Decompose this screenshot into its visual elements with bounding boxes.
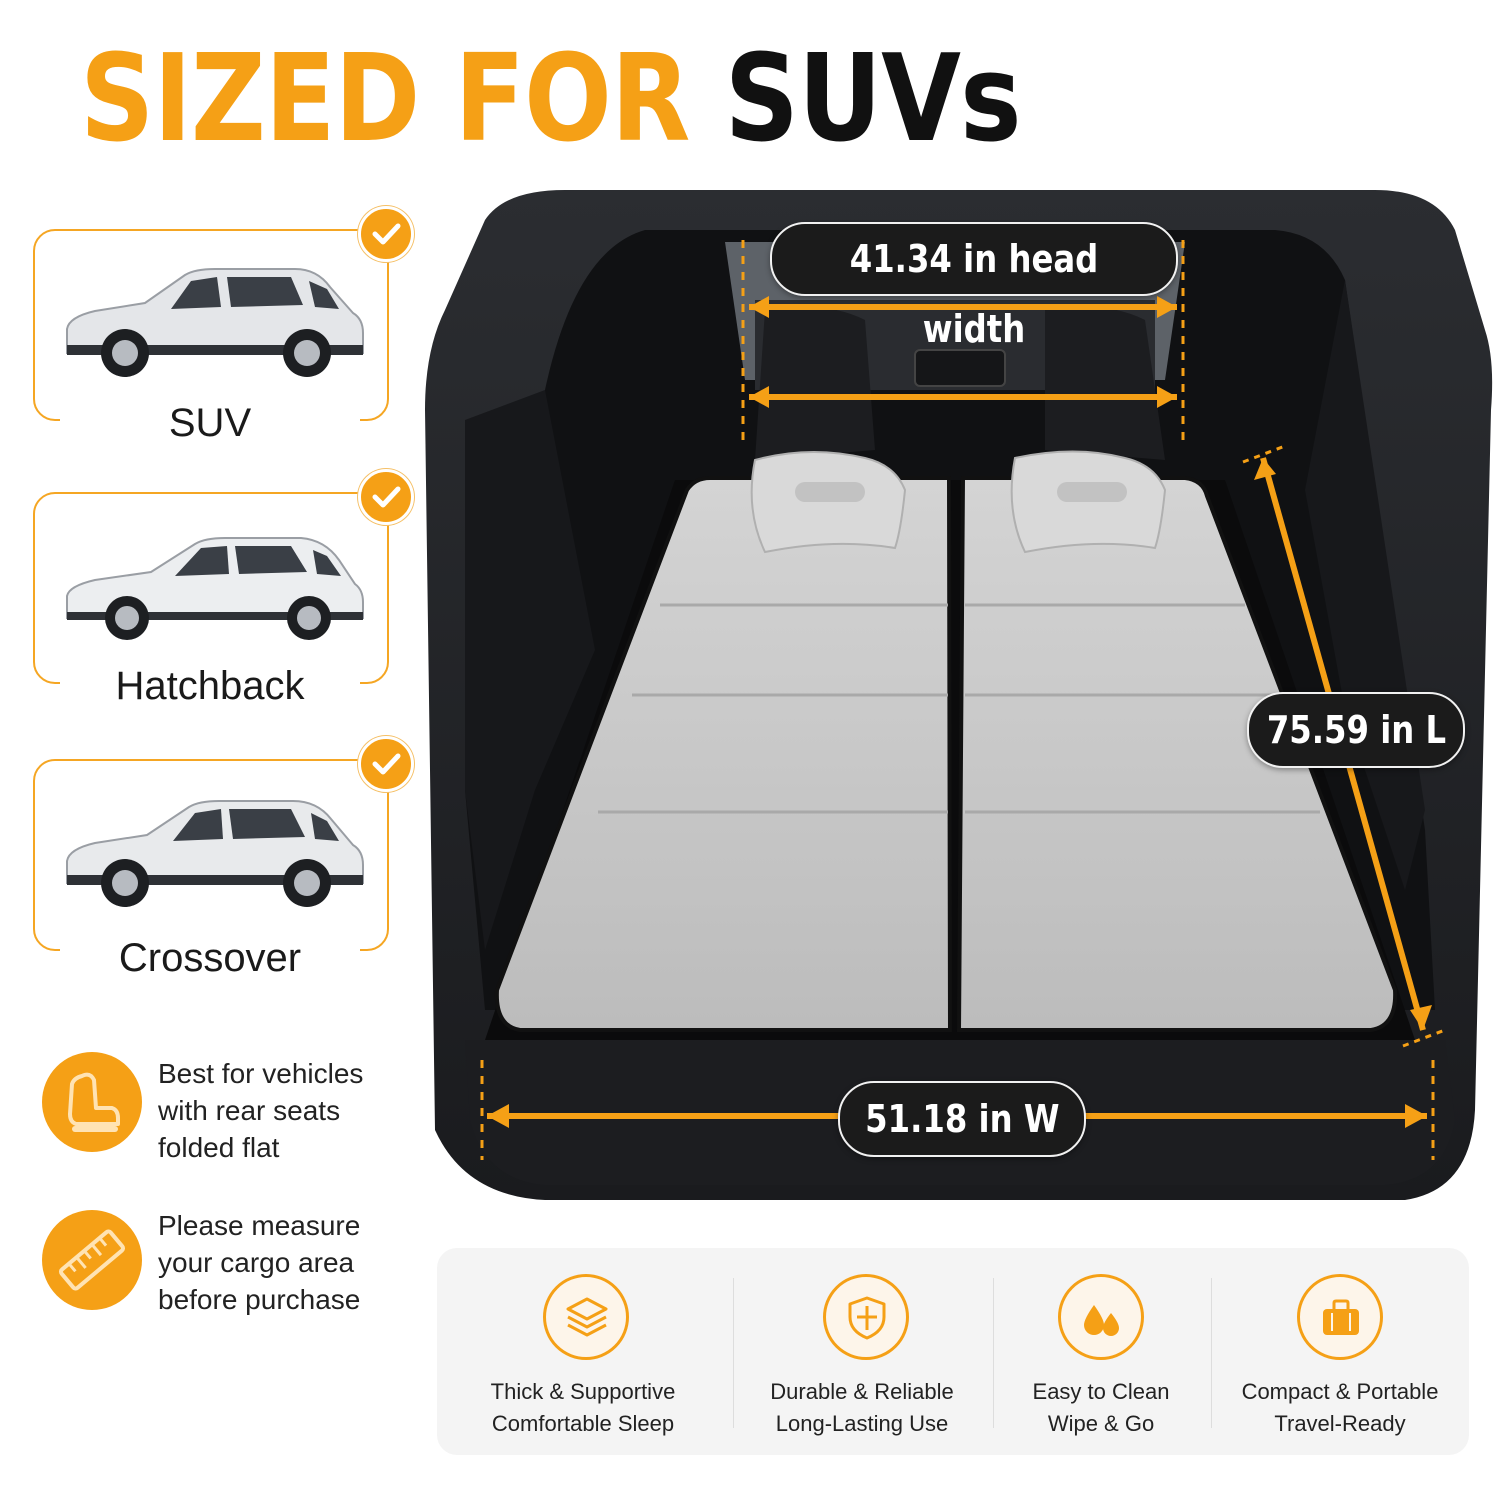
headline: SIZED FOR SUVs <box>80 30 1022 170</box>
tip-measure: Please measure your cargo area before pu… <box>158 1207 428 1318</box>
check-icon <box>358 206 414 262</box>
shield-icon <box>823 1274 909 1360</box>
car-seat-icon <box>42 1052 142 1152</box>
layers-icon <box>543 1274 629 1360</box>
feature-title: Compact & Portable <box>1241 1379 1439 1404</box>
tip-line: Best for vehicles <box>158 1058 364 1089</box>
feature-portable: Compact & Portable Travel-Ready <box>1211 1248 1469 1455</box>
vehicle-card-hatchback <box>33 492 389 684</box>
length-label: 75.59 in L <box>1247 692 1465 768</box>
vehicle-label-crossover: Crossover <box>60 933 360 983</box>
hatchback-car-image <box>66 537 364 640</box>
feature-clean: Easy to Clean Wipe & Go <box>993 1248 1209 1455</box>
feature-title: Easy to Clean <box>1032 1379 1170 1404</box>
tip-line: folded flat <box>158 1132 280 1163</box>
droplets-icon <box>1058 1274 1144 1360</box>
feature-subtitle: Wipe & Go <box>1047 1411 1155 1436</box>
vehicle-card-crossover <box>33 759 389 951</box>
vehicle-label-suv: SUV <box>60 398 360 448</box>
feature-thick: Thick & Supportive Comfortable Sleep <box>437 1248 729 1455</box>
tip-line: with rear seats <box>158 1095 341 1126</box>
width-label: 51.18 in W <box>838 1081 1086 1157</box>
feature-subtitle: Travel-Ready <box>1274 1411 1406 1436</box>
vehicle-card-suv <box>33 229 389 421</box>
feature-divider <box>733 1278 734 1428</box>
vehicle-label-hatchback: Hatchback <box>60 661 360 711</box>
tip-rear-seats: Best for vehicles with rear seats folded… <box>158 1055 428 1166</box>
feature-divider <box>993 1278 994 1428</box>
feature-durable: Durable & Reliable Long-Lasting Use <box>733 1248 991 1455</box>
suv-trunk-illustration <box>425 190 1493 1200</box>
feature-divider <box>1211 1278 1212 1428</box>
suv-car-image <box>66 268 364 377</box>
tip-line: your cargo area <box>158 1247 355 1278</box>
tip-line: before purchase <box>158 1284 361 1315</box>
tip-line: Please measure <box>158 1210 361 1241</box>
feature-title: Durable & Reliable <box>770 1379 954 1404</box>
headline-part1: SIZED FOR <box>80 30 690 169</box>
ruler-icon <box>42 1210 142 1310</box>
suitcase-icon <box>1297 1274 1383 1360</box>
feature-subtitle: Comfortable Sleep <box>491 1411 675 1436</box>
head-width-label: 41.34 in head width <box>770 222 1178 351</box>
check-icon <box>358 469 414 525</box>
headline-part2: SUVs <box>724 30 1022 169</box>
feature-subtitle: Long-Lasting Use <box>775 1411 949 1436</box>
feature-title: Thick & Supportive <box>490 1379 676 1404</box>
features-panel: Thick & Supportive Comfortable Sleep Dur… <box>437 1248 1469 1455</box>
check-icon <box>358 736 414 792</box>
crossover-car-image <box>66 800 364 907</box>
